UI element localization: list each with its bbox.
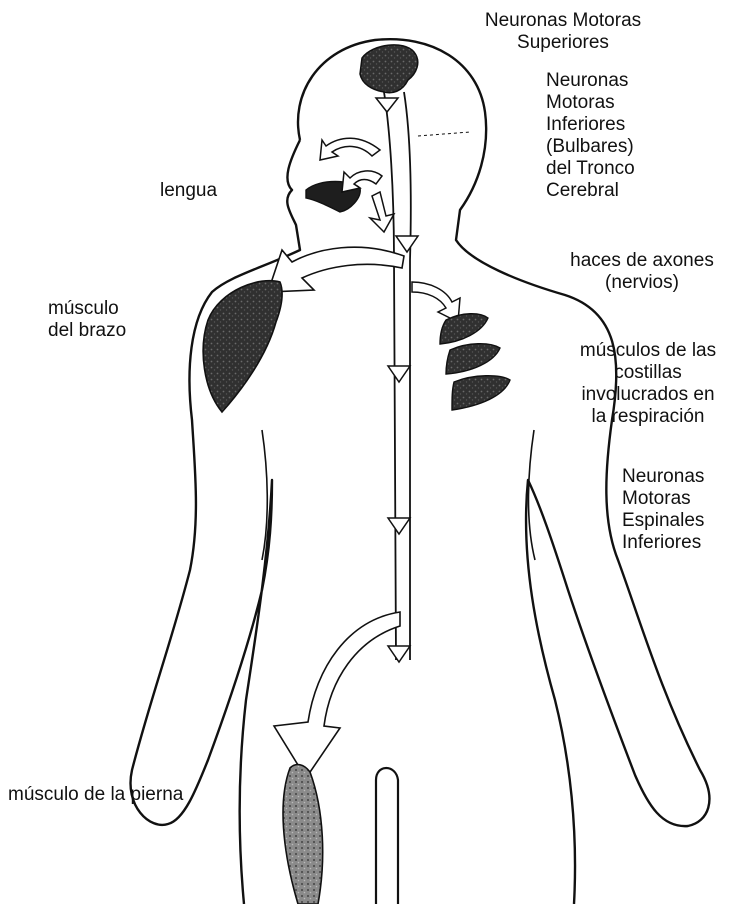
label-line: Inferiores — [622, 532, 704, 554]
crotch-line — [376, 768, 398, 904]
arm-muscle — [203, 281, 282, 412]
label-line: Cerebral — [546, 180, 635, 202]
label-line: haces de axones — [540, 250, 744, 272]
leg-muscle — [283, 765, 323, 904]
label-axon-bundles: haces de axones (nervios) — [540, 250, 744, 294]
label-line: Neuronas — [546, 70, 635, 92]
label-line: Espinales — [622, 510, 704, 532]
brainstem-arrow-lower — [342, 171, 382, 192]
pointer-line — [418, 132, 470, 136]
label-line: del Tronco — [546, 158, 635, 180]
label-leg-muscle: músculo de la pierna — [8, 784, 183, 806]
label-line: Motoras — [546, 92, 635, 114]
rib-muscle — [446, 344, 500, 374]
label-line: Motoras — [622, 488, 704, 510]
rib-muscle — [440, 314, 488, 344]
cord-arrowhead — [388, 518, 410, 534]
spinal-cord-edge — [404, 92, 411, 660]
label-line: involucrados en — [552, 384, 744, 406]
label-arm-muscle: músculo del brazo — [48, 298, 126, 342]
cord-arrowhead — [388, 366, 410, 382]
label-line: Inferiores — [546, 114, 635, 136]
label-line: Superiores — [452, 32, 674, 54]
label-line: Neuronas Motoras — [452, 10, 674, 32]
label-tongue: lengua — [160, 180, 217, 202]
brainstem-arrow-down — [370, 192, 394, 232]
label-line: Neuronas — [622, 466, 704, 488]
cord-arrowhead — [376, 98, 398, 112]
label-spinal-motor-neurons: Neuronas Motoras Espinales Inferiores — [622, 466, 704, 554]
label-line: (nervios) — [540, 272, 744, 294]
label-bulbar-motor-neurons: Neuronas Motoras Inferiores (Bulbares) d… — [546, 70, 635, 202]
arm-nerve-arrow — [268, 247, 404, 292]
label-rib-muscles: músculos de las costillas involucrados e… — [552, 340, 744, 428]
label-line: del brazo — [48, 320, 126, 342]
rib-nerve-arrow — [412, 282, 460, 322]
brainstem-arrow-upper — [320, 138, 380, 160]
label-line: músculos de las — [552, 340, 744, 362]
label-line: costillas — [552, 362, 744, 384]
brain-upper-motor — [360, 45, 418, 93]
label-line: la respiración — [552, 406, 744, 428]
cord-arrowhead — [388, 646, 410, 662]
leg-nerve-arrow — [274, 612, 400, 778]
label-line: (Bulbares) — [546, 136, 635, 158]
label-line: músculo — [48, 298, 126, 320]
label-upper-motor-neurons: Neuronas Motoras Superiores — [452, 10, 674, 54]
rib-muscle — [452, 376, 510, 410]
cord-arrowhead — [396, 236, 418, 252]
